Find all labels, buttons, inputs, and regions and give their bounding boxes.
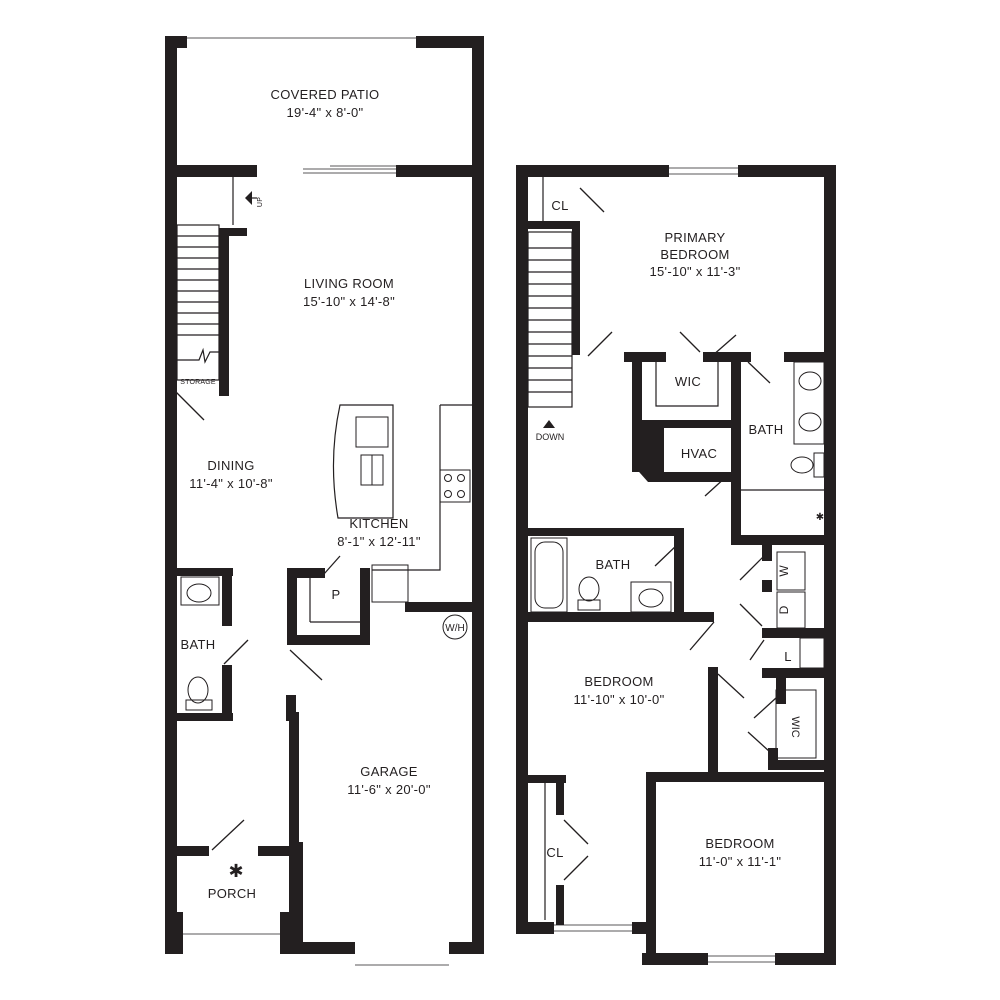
linen-label: L <box>784 649 792 664</box>
dining-name: DINING <box>207 458 254 473</box>
closet-bottom-label: CL <box>546 845 563 860</box>
second-floor-labels: CL PRIMARY BEDROOM 15'-10" x 11'-3" WIC … <box>536 198 801 869</box>
garage-size: 11'-6" x 20'-0" <box>347 782 431 797</box>
bedroom-2-size: 11'-10" x 10'-0" <box>573 692 664 707</box>
bedroom-3-name: BEDROOM <box>705 836 774 851</box>
kitchen-size: 8'-1" x 12'-11" <box>337 534 421 549</box>
wic-primary-label: WIC <box>675 374 701 389</box>
bedroom-2-name: BEDROOM <box>584 674 653 689</box>
bedroom-3-size: 11'-0" x 11'-1" <box>699 854 782 869</box>
second-floor-walls <box>516 165 836 965</box>
kitchen-name: KITCHEN <box>349 516 408 531</box>
stair-down-label: DOWN <box>536 432 565 442</box>
stair-treads-first <box>177 235 219 364</box>
dryer-label: D <box>777 605 791 614</box>
living-room-name: LIVING ROOM <box>304 276 394 291</box>
dining-size: 11'-4" x 10'-8" <box>189 476 273 491</box>
porch-label: PORCH <box>208 886 256 901</box>
first-bath-label: BATH <box>181 637 216 652</box>
covered-patio-name: COVERED PATIO <box>271 87 380 102</box>
primary-bath-label: BATH <box>749 422 784 437</box>
stair-up-arrow <box>245 191 252 205</box>
closet-top-label: CL <box>551 198 568 213</box>
stair-up-label: UP <box>257 197 264 207</box>
primary-bedroom-size: 15'-10" x 11'-3" <box>649 264 740 279</box>
water-heater-label: W/H <box>445 623 464 634</box>
stair-down-arrow <box>543 420 555 428</box>
first-floor-fixtures: ✱ <box>175 37 472 966</box>
primary-bedroom-name-1: PRIMARY <box>664 230 725 245</box>
kitchen-island <box>332 404 394 519</box>
first-floor-labels: COVERED PATIO 19'-4" x 8'-0" LIVING ROOM… <box>180 87 464 901</box>
washer-label: W <box>777 565 791 577</box>
wic-bedroom-label: WIC <box>789 716 801 737</box>
hvac-label: HVAC <box>681 446 717 461</box>
covered-patio-size: 19'-4" x 8'-0" <box>287 105 364 120</box>
pantry-label: P <box>332 587 341 602</box>
second-floor-fixtures: ✱ <box>527 167 825 963</box>
garage-name: GARAGE <box>360 764 417 779</box>
stair-treads-second <box>528 247 572 393</box>
living-room-size: 15'-10" x 14'-8" <box>303 294 395 309</box>
shower-head-icon: ✱ <box>816 512 824 523</box>
porch-light-icon: ✱ <box>228 861 243 881</box>
hall-bath-label: BATH <box>596 557 631 572</box>
storage-label: STORAGE <box>180 379 216 386</box>
primary-bedroom-name-2: BEDROOM <box>660 247 729 262</box>
first-floor-walls <box>165 36 484 954</box>
